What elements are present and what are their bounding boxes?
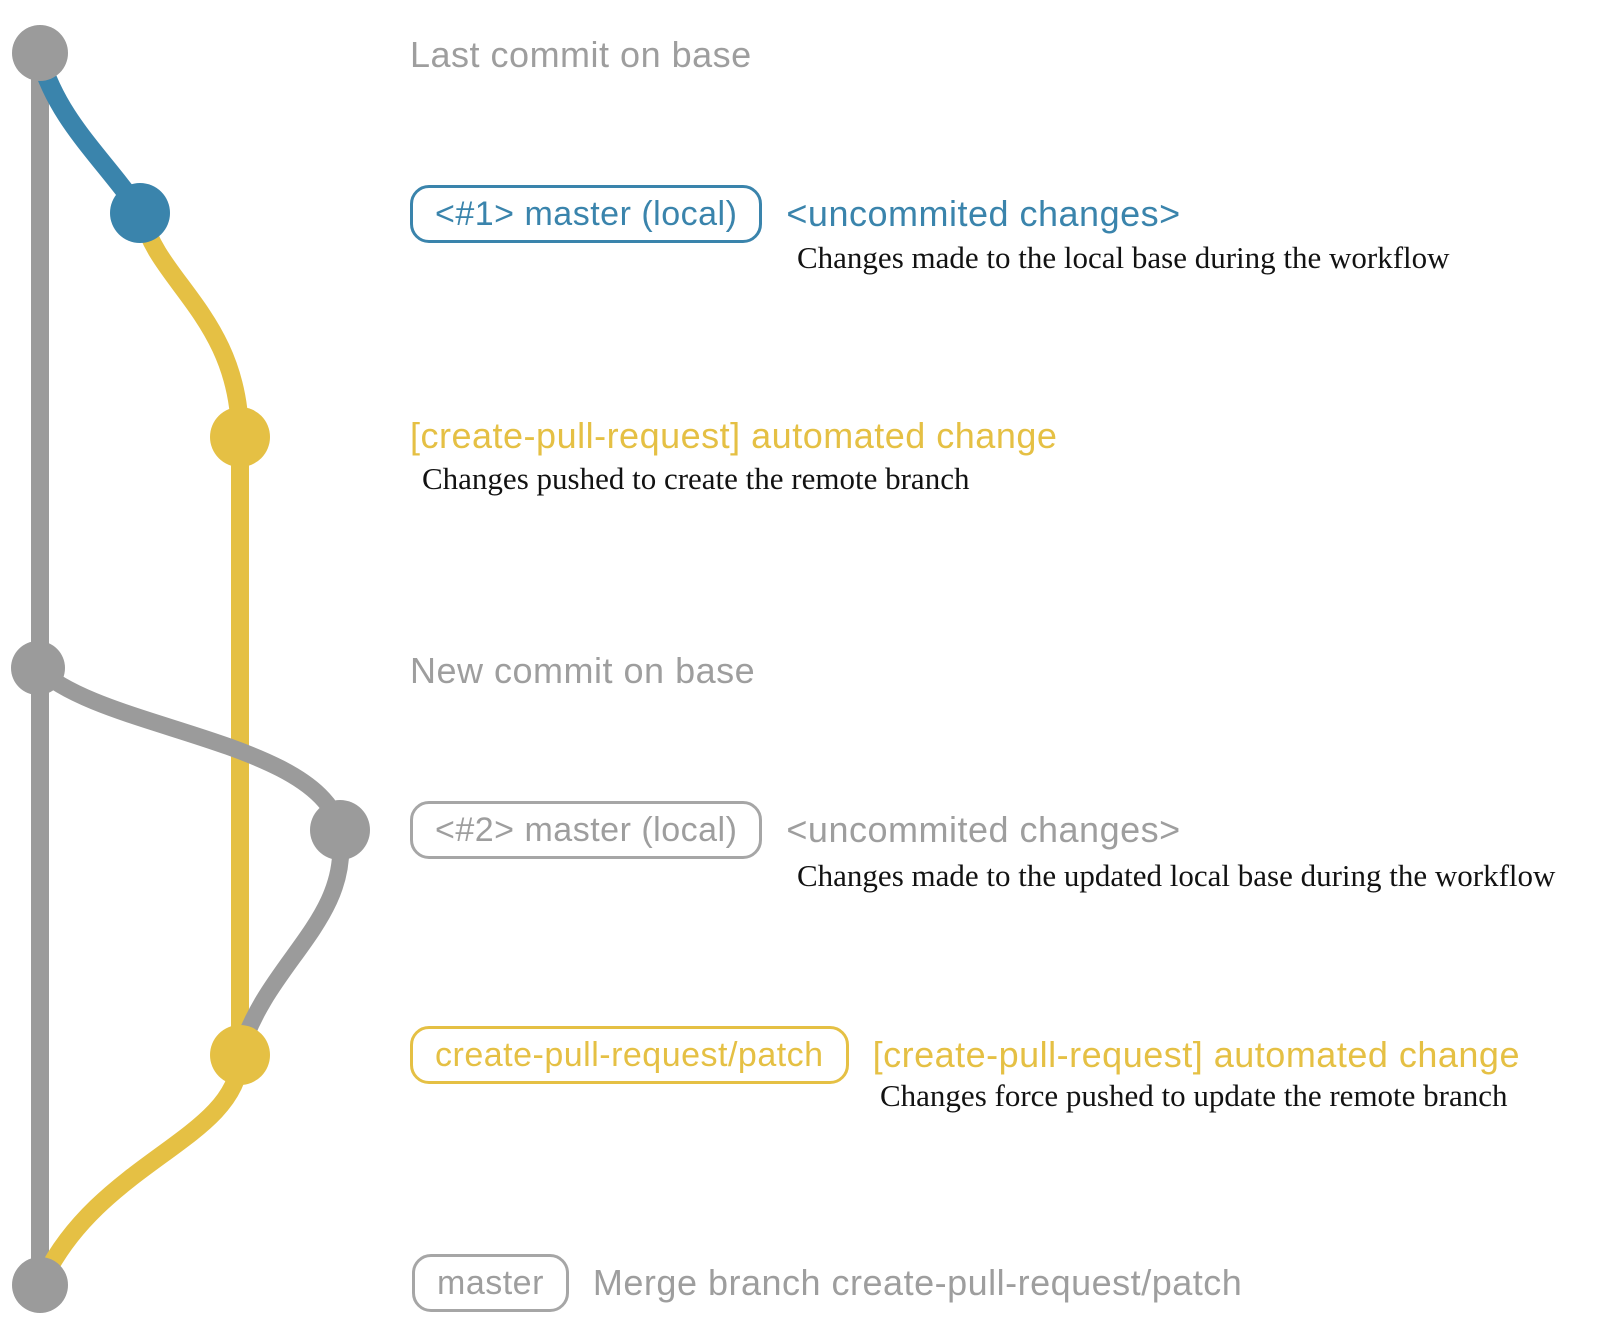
rebase-in-curve [232,826,350,1059]
local-master-1-badge: <#1> master (local) [410,185,763,243]
commit-dot-last-base [12,25,68,81]
commit-dot-new-base [11,641,65,695]
rebase-out-curve [29,659,349,839]
commit-dot-local-master-2 [310,800,370,860]
row-patch-branch: create-pull-request/patch [create-pull-r… [410,1026,1520,1084]
patch-branch-badge: create-pull-request/patch [410,1026,849,1084]
automated-change-1-label: [create-pull-request] automated change [410,415,1058,456]
caption-updated-local-base-changes: Changes made to the updated local base d… [797,858,1556,893]
row-local-master-1: <#1> master (local) <uncommited changes> [410,185,1181,243]
merge-branch-label: Merge branch create-pull-request/patch [592,1262,1243,1303]
patch-branch-line [134,209,249,1064]
uncommited-changes-1-label: <uncommited changes> [786,193,1181,234]
row-local-master-2: <#2> master (local) <uncommited changes> [410,801,1181,859]
git-graph [11,25,370,1313]
local-master-2-badge: <#2> master (local) [410,801,763,859]
caption-local-base-changes: Changes made to the local base during th… [797,240,1450,275]
merge-curve [33,1051,249,1291]
last-commit-label: Last commit on base [410,34,752,75]
row-new-commit: New commit on base [410,650,755,692]
row-automated-change-1: [create-pull-request] automated change [410,415,1057,457]
commit-dot-merge-master [12,1257,68,1313]
commit-dot-automated-2 [210,1025,270,1085]
automated-change-2-label: [create-pull-request] automated change [872,1034,1520,1075]
row-last-commit: Last commit on base [410,34,752,76]
uncommited-changes-2-label: <uncommited changes> [786,809,1181,850]
row-merge-master: master Merge branch create-pull-request/… [412,1254,1242,1312]
new-commit-label: New commit on base [410,650,756,691]
local-master-branch-curve [30,48,148,218]
master-badge: master [412,1254,569,1312]
caption-force-pushed: Changes force pushed to update the remot… [880,1078,1508,1113]
caption-pushed-remote: Changes pushed to create the remote bran… [422,461,970,496]
commit-dot-local-master-1 [110,183,170,243]
commit-dot-automated-1 [210,407,270,467]
